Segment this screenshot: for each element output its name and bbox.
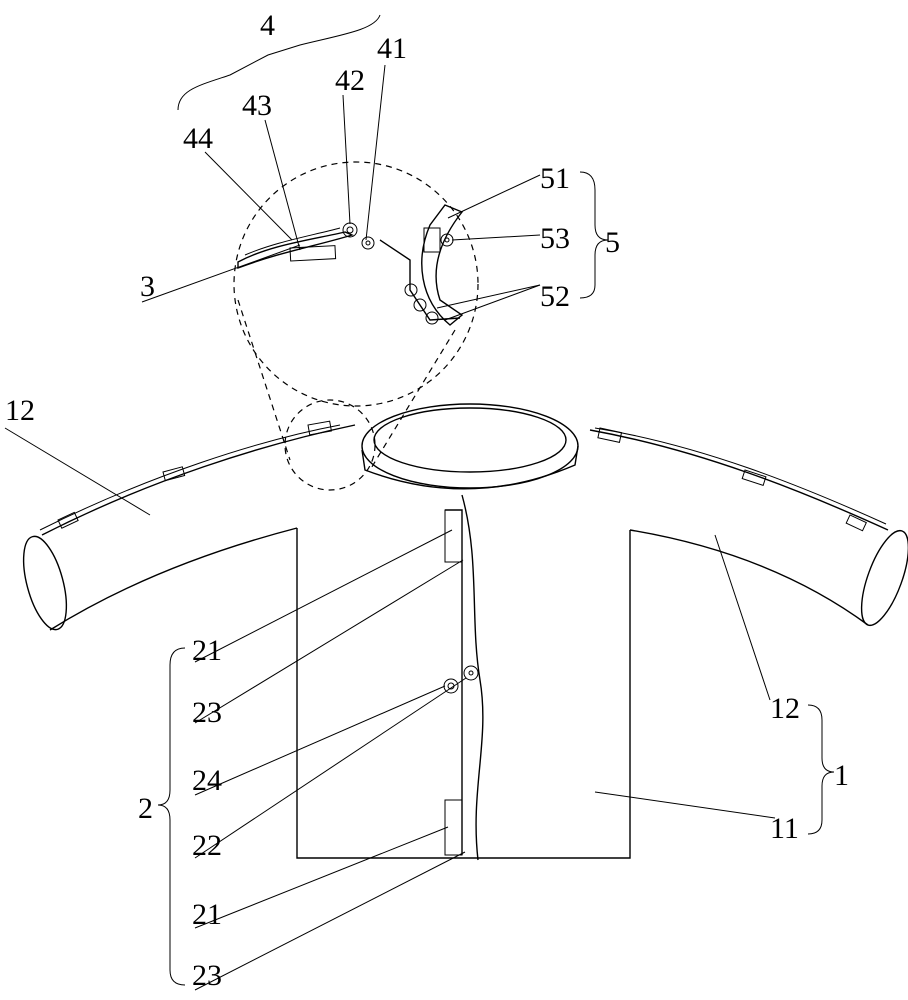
reference-labels: 4 41 42 43 44 3 51 53 52 5 12 12 1 11 2 … xyxy=(5,9,849,992)
label-12-right: 12 xyxy=(770,692,800,725)
label-1: 1 xyxy=(834,759,849,792)
detail-magnifier xyxy=(233,161,479,491)
label-12-left: 12 xyxy=(5,394,35,427)
label-53: 53 xyxy=(540,222,570,255)
label-11: 11 xyxy=(770,812,799,845)
label-4: 4 xyxy=(260,9,275,42)
label-23-bottom: 23 xyxy=(192,959,222,992)
label-21-top: 21 xyxy=(192,634,222,667)
label-22: 22 xyxy=(192,829,222,862)
label-21-bottom: 21 xyxy=(192,898,222,931)
label-23-top: 23 xyxy=(192,696,222,729)
label-41: 41 xyxy=(377,32,407,65)
label-24: 24 xyxy=(192,764,222,797)
label-3: 3 xyxy=(140,270,155,303)
garment-body xyxy=(22,403,908,861)
label-2: 2 xyxy=(138,792,153,825)
label-42: 42 xyxy=(335,64,365,97)
label-44: 44 xyxy=(183,122,213,155)
label-43: 43 xyxy=(242,89,272,122)
label-5: 5 xyxy=(605,226,620,259)
label-51: 51 xyxy=(540,162,570,195)
label-52: 52 xyxy=(540,280,570,313)
leader-lines xyxy=(4,14,835,991)
